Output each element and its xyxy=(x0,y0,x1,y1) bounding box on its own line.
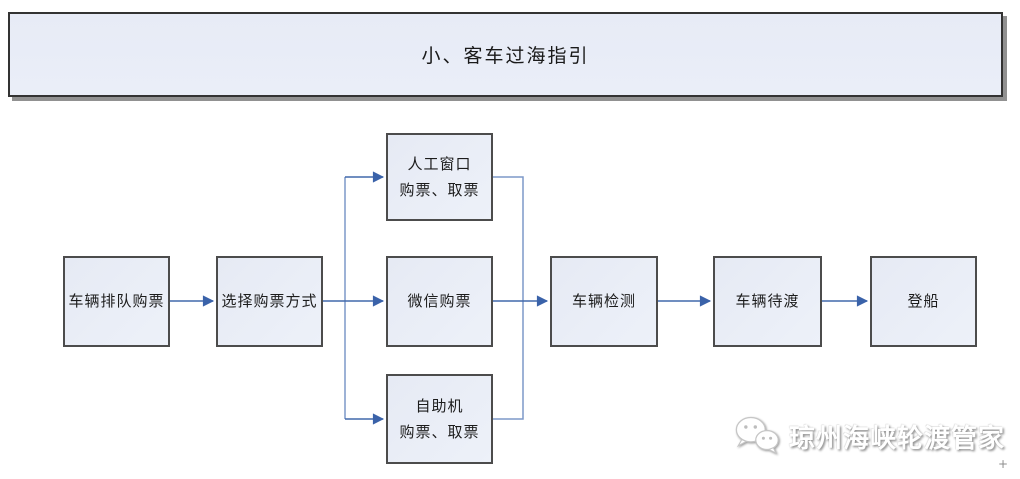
corner-plus-mark: + xyxy=(998,457,1009,471)
branch-merge-line xyxy=(493,176,524,420)
node-boarding: 登船 xyxy=(870,256,977,347)
node-vehicle-waiting: 车辆待渡 xyxy=(713,256,822,347)
node-label: 车辆排队购票 xyxy=(68,292,165,311)
node-manual-window: 人工窗口 购票、取票 xyxy=(386,133,493,221)
node-vehicle-queue: 车辆排队购票 xyxy=(63,256,170,347)
node-vehicle-inspection: 车辆检测 xyxy=(550,256,658,347)
wechat-icon xyxy=(735,416,779,455)
watermark: 琼州海峡轮渡管家 xyxy=(731,413,1005,459)
diagram-title-banner: 小、客车过海指引 xyxy=(8,12,1003,97)
node-selfservice-machine: 自助机 购票、取票 xyxy=(386,374,493,464)
node-choose-method: 选择购票方式 xyxy=(216,256,323,347)
node-label: 登船 xyxy=(907,292,940,311)
node-label: 自助机 购票、取票 xyxy=(399,396,480,441)
node-label: 人工窗口 购票、取票 xyxy=(399,154,480,199)
watermark-text: 琼州海峡轮渡管家 xyxy=(789,423,1006,454)
node-wechat-ticket: 微信购票 xyxy=(386,256,493,347)
node-label: 选择购票方式 xyxy=(221,292,318,311)
diagram-title: 小、客车过海指引 xyxy=(421,45,590,67)
node-label: 车辆检测 xyxy=(571,292,636,311)
node-label: 车辆待渡 xyxy=(735,292,800,311)
node-label: 微信购票 xyxy=(407,292,472,311)
